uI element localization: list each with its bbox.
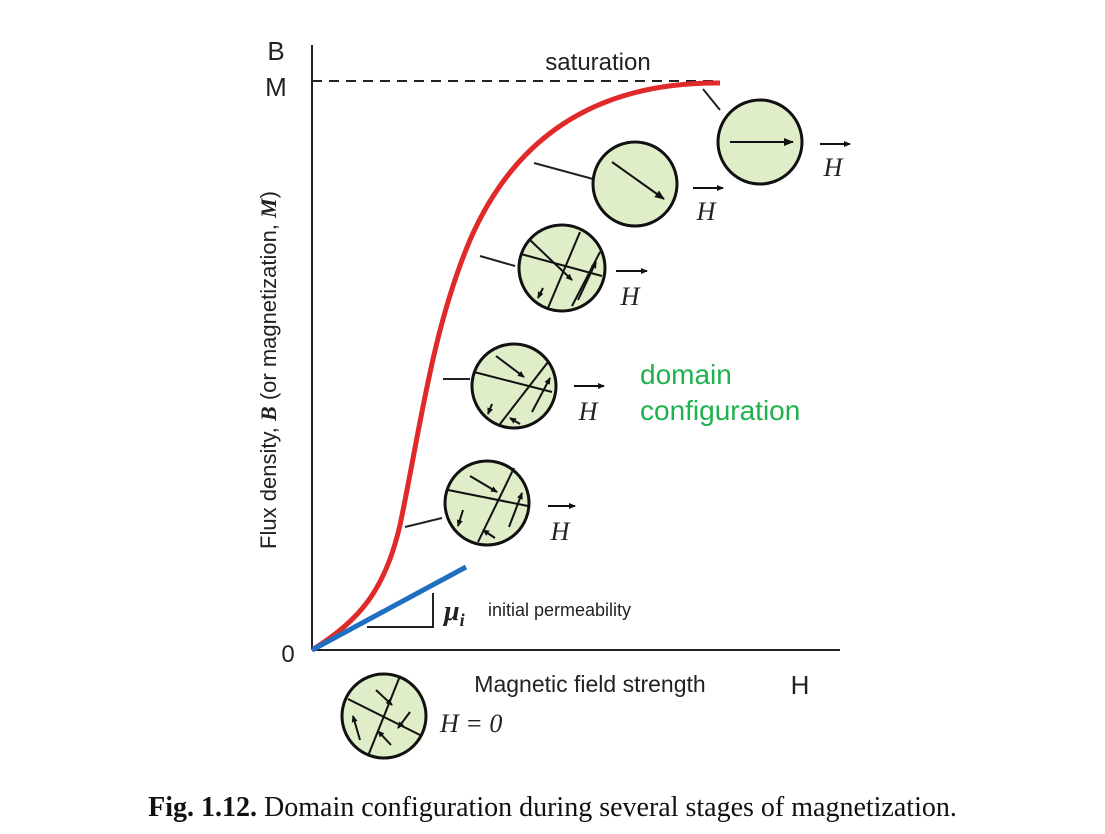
domain-circle-h0 [340,672,428,760]
y-axis-title: Flux density, B (or magnetization, M) [256,191,281,549]
domain-circle-5 [716,98,804,186]
domain-circle-4 [591,140,679,228]
field-label-3: H [616,268,648,311]
leader-line-3 [479,255,516,267]
caption-text: Domain configuration during several stag… [257,792,957,823]
y-axis-label-m: M [265,72,287,102]
permeability-label: initial permeability [488,600,631,620]
svg-text:H: H [696,197,717,226]
domain-circle-1 [443,459,531,547]
magnetization-curve [310,80,721,653]
saturation-label: saturation [545,49,650,76]
leader-line-5 [702,88,721,111]
svg-text:H: H [550,517,571,546]
leader-line-4 [533,162,594,180]
domain-label-line2: configuration [640,395,800,426]
leader-line-1 [404,517,443,528]
field-label-5: H [820,141,851,182]
initial-permeability-line [310,564,468,653]
domain-label-line1: domain [640,359,732,390]
field-label-4: H [693,185,724,226]
y-axis-label-b: B [267,36,284,66]
figure-caption: Fig. 1.12. Domain configuration during s… [0,792,1105,824]
x-axis-title: Magnetic field strength [474,671,705,697]
field-label-2: H [574,383,605,426]
domain-circle-2 [470,342,558,430]
permeability-symbol: μi [442,596,465,630]
permeability-triangle [367,593,434,628]
h-zero-label: H = 0 [439,709,502,738]
svg-text:H: H [823,153,844,182]
field-label-1: H [548,503,576,546]
origin-label: 0 [281,641,294,668]
figure-number: Fig. 1.12. [148,792,258,823]
svg-text:H: H [578,397,599,426]
domain-circle-3 [517,223,607,313]
x-end-label: H [791,670,810,700]
svg-text:H: H [620,282,641,311]
